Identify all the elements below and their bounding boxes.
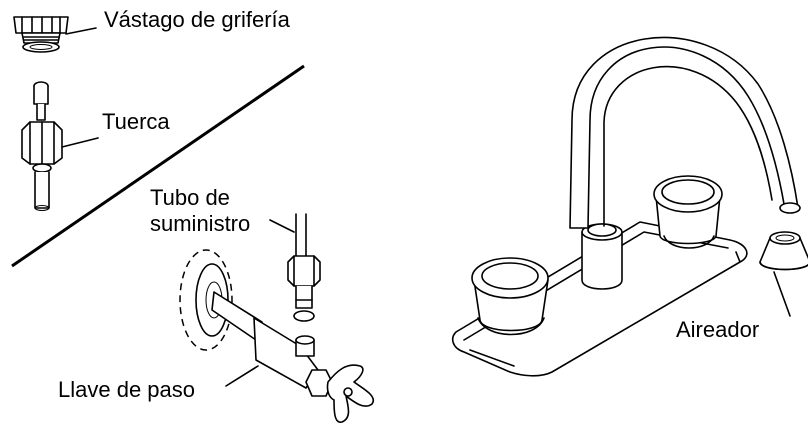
faucet-stem-illustration [13,16,97,53]
divider-line [11,64,305,268]
shutoff-valve-illustration [179,249,375,423]
shutoff-valve-label: Llave de paso [58,377,195,402]
aerator-label: Aireador [676,317,760,342]
nut-illustration [21,81,99,211]
supply-line-illustration [269,213,321,322]
supply-line-label-line1: Tubo de [150,185,230,210]
supply-line-label-line2: suministro [150,211,251,236]
stem-label: Vástago de grifería [104,7,290,32]
nut-label: Tuerca [102,109,170,134]
faucet-illustration [451,36,808,377]
